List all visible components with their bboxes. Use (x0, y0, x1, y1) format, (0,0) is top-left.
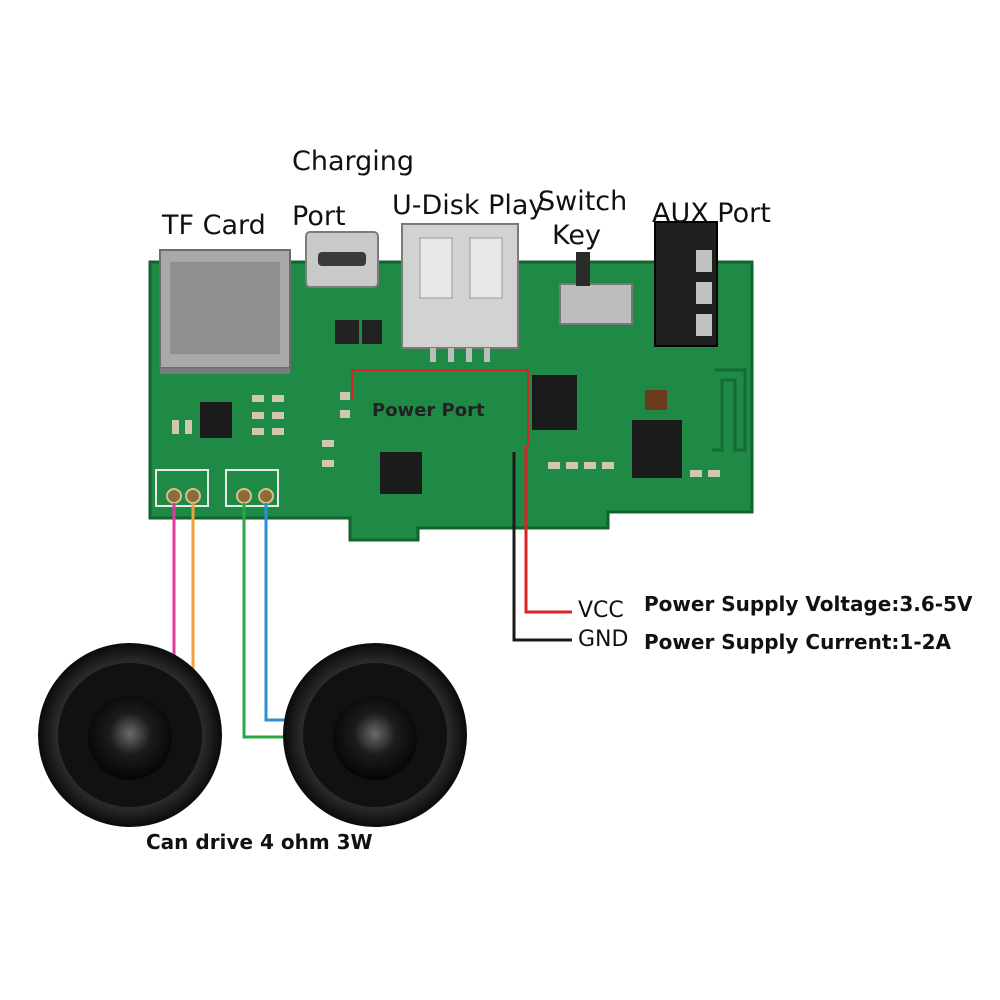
speaker-wire-right-a (242, 503, 300, 739)
speaker-note-label: Can drive 4 ohm 3W (146, 830, 373, 854)
aux-port-label: AUX Port (652, 198, 771, 229)
switch-key-component (559, 252, 633, 325)
speaker-right (283, 643, 467, 827)
power-port-label: Power Port (372, 400, 485, 421)
power-supply-current-label: Power Supply Current:1-2A (644, 630, 952, 654)
gnd-label: GND (578, 627, 629, 652)
power-port-outline (351, 369, 529, 445)
gnd-wire (512, 452, 572, 642)
charging-port-connector (305, 231, 379, 288)
vcc-wire (524, 445, 572, 614)
switch-key-label-line1: Switch (538, 186, 628, 217)
speaker-left (38, 643, 222, 827)
speaker-wire-right-b (264, 503, 300, 722)
aux-jack (654, 221, 718, 347)
u-disk-connector (401, 223, 519, 362)
charging-port-label-line1: Charging (292, 146, 415, 177)
tf-card-slot (159, 249, 291, 374)
smd-components (172, 392, 720, 477)
u-disk-play-label: U-Disk Play (392, 190, 545, 221)
ic-chips (200, 320, 682, 494)
antenna-trace (712, 368, 747, 452)
switch-key-label-line2: Key (552, 220, 601, 251)
power-supply-voltage-label: Power Supply Voltage:3.6-5V (644, 592, 973, 616)
speaker-output-headers (155, 469, 279, 507)
charging-port-label-line2: Port (292, 201, 346, 232)
vcc-label: VCC (578, 598, 624, 623)
tf-card-label: TF Card (162, 210, 266, 241)
pcb-board (148, 260, 754, 542)
